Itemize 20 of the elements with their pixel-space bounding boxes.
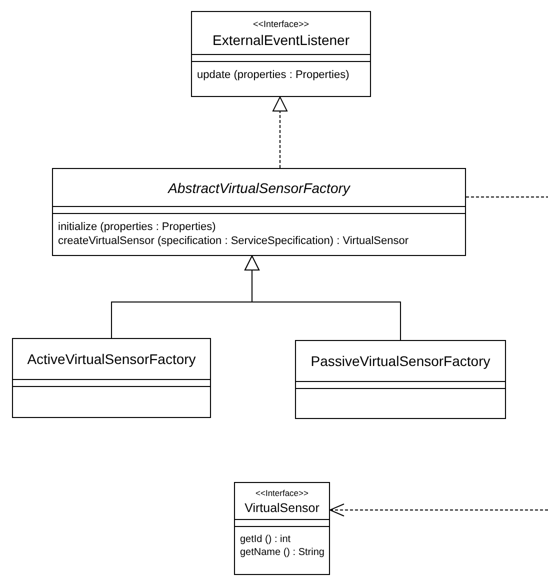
class-box (52, 168, 466, 256)
class-name: AbstractVirtualSensorFactory (168, 180, 350, 196)
class-box (295, 340, 506, 419)
class-box (191, 11, 371, 97)
stereotype-label: <<Interface>> (252, 18, 310, 28)
stereotype-label: <<Interface>> (256, 488, 308, 498)
class-box (12, 338, 211, 418)
operation-text: createVirtualSensor (specification : ServiceSpecification) : VirtualSensor (58, 234, 409, 248)
class-box (234, 482, 330, 575)
operation-text: initialize (properties : Properties) (58, 220, 216, 234)
class-name: ActiveVirtualSensorFactory (27, 351, 196, 367)
operation-text: getName () : String (240, 546, 324, 559)
class-name: VirtualSensor (244, 500, 320, 514)
class-name: PassiveVirtualSensorFactory (310, 353, 490, 369)
realization-arrow (272, 96, 288, 168)
generalization-arrow (244, 256, 401, 340)
operation-text: update (properties : Properties) (197, 68, 350, 82)
class-name: ExternalEventListener (212, 32, 350, 48)
operation-text: getId () : int (240, 533, 291, 546)
dependency-arrow (330, 504, 548, 516)
